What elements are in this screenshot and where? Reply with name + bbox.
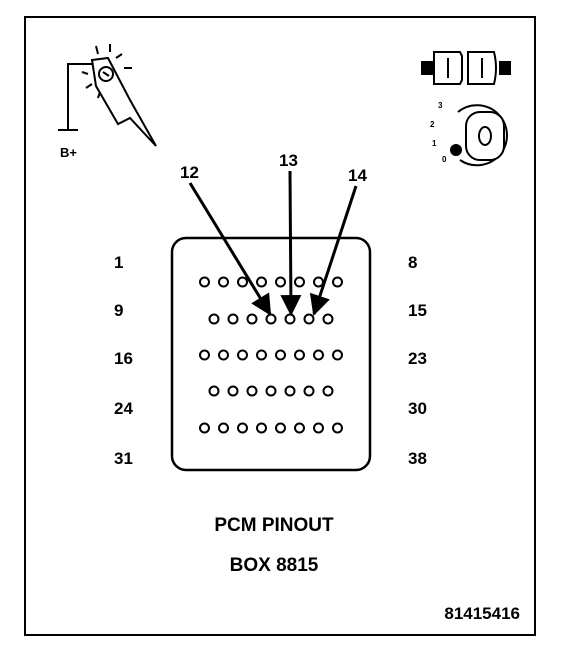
connector-pin-15 xyxy=(322,313,334,325)
connector-pin-33 xyxy=(237,422,248,434)
connector-pin-9 xyxy=(208,313,220,325)
row-label-left: 1 xyxy=(114,253,123,272)
connector-pin-25 xyxy=(227,385,239,397)
row-label-right: 38 xyxy=(408,449,427,468)
diagram-frame xyxy=(24,16,536,636)
connector-pin-12 xyxy=(265,313,277,325)
connector-pin-24 xyxy=(208,385,220,397)
connector-pin-28 xyxy=(284,385,296,397)
connector-pin-38 xyxy=(332,422,343,434)
connector-pin-34 xyxy=(256,422,267,434)
connector-pin-18 xyxy=(237,349,248,361)
row-label-left: 16 xyxy=(114,349,133,368)
connector-pin-27 xyxy=(265,385,277,397)
connector-pin-22 xyxy=(313,349,324,361)
connector-pin-10 xyxy=(227,313,239,325)
ignition-pos-2: 2 xyxy=(430,120,435,129)
connector-pin-26 xyxy=(246,385,258,397)
connector-pin-36 xyxy=(294,422,305,434)
row-label-left: 24 xyxy=(114,399,133,418)
connector-pin-4 xyxy=(256,276,267,288)
row-label-right: 15 xyxy=(408,301,427,320)
connector-pin-20 xyxy=(275,349,286,361)
connector-pin-17 xyxy=(218,349,229,361)
arrow-pin-12 xyxy=(188,182,272,316)
connector-pin-5 xyxy=(275,276,286,288)
diagram-title: PCM PINOUT xyxy=(214,515,334,536)
connector-pin-6 xyxy=(294,276,305,288)
connector-pin-13 xyxy=(284,313,296,325)
connector-pin-31 xyxy=(199,422,210,434)
ignition-switch-icon xyxy=(450,104,508,167)
diagram-subtitle: BOX 8815 xyxy=(230,555,319,576)
connector-pin-35 xyxy=(275,422,286,434)
connector-pin-37 xyxy=(313,422,324,434)
row-label-right: 30 xyxy=(408,399,427,418)
row-label-left: 9 xyxy=(114,301,123,320)
connector-pin-32 xyxy=(218,422,229,434)
row-label-right: 8 xyxy=(408,253,417,272)
callout-14: 14 xyxy=(348,166,367,185)
ignition-pos-3: 3 xyxy=(438,101,443,110)
connector-pins xyxy=(199,276,343,434)
callout-arrows xyxy=(188,170,358,317)
b-plus-label: B+ xyxy=(60,145,77,160)
connector-pin-19 xyxy=(256,349,267,361)
connector-pin-3 xyxy=(237,276,248,288)
connector-pin-23 xyxy=(332,349,343,361)
arrow-pin-14 xyxy=(309,185,358,316)
callout-12: 12 xyxy=(180,163,199,182)
connector-pin-2 xyxy=(218,276,229,288)
connector-pin-29 xyxy=(303,385,315,397)
ignition-pos-1: 1 xyxy=(432,139,437,148)
connector-icon xyxy=(421,51,511,85)
connector-pin-30 xyxy=(322,385,334,397)
row-label-left: 31 xyxy=(114,449,133,468)
test-light-icon xyxy=(58,44,157,147)
connector-pin-1 xyxy=(199,276,210,288)
connector-pin-7 xyxy=(313,276,324,288)
ignition-position-labels: 3 2 1 0 xyxy=(430,101,447,164)
connector-pin-21 xyxy=(294,349,305,361)
arrow-pin-13 xyxy=(280,170,302,317)
connector-pin-14 xyxy=(303,313,315,325)
connector-pin-8 xyxy=(332,276,343,288)
connector-pin-11 xyxy=(246,313,258,325)
row-label-right: 23 xyxy=(408,349,427,368)
ignition-pos-0: 0 xyxy=(442,155,447,164)
connector-pin-16 xyxy=(199,349,210,361)
figure-number: 81415416 xyxy=(444,604,520,623)
callout-13: 13 xyxy=(279,151,298,170)
row-labels: 1 8 9 15 16 23 24 30 31 38 xyxy=(114,253,427,468)
